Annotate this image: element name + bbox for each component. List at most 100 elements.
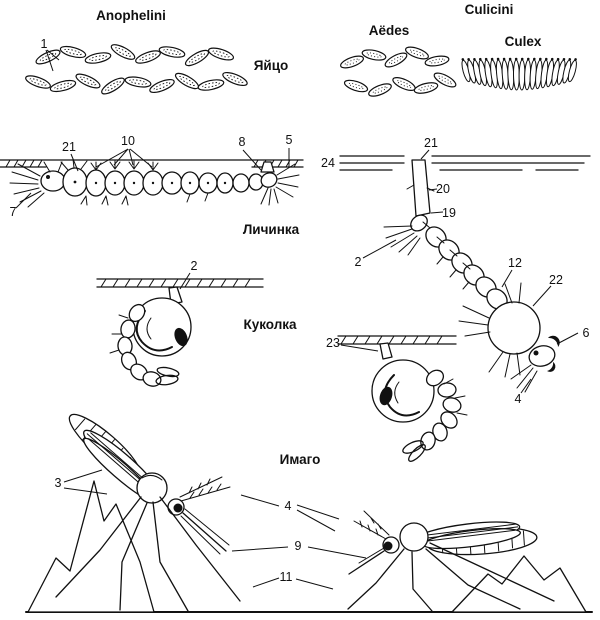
anopheles-adult-palps bbox=[180, 508, 230, 555]
callout-7-leader bbox=[15, 192, 32, 209]
anopheles-larva-mouth-brushes bbox=[9, 163, 45, 208]
culex-adult-eye bbox=[383, 541, 393, 551]
culex-pupa-paddle-2 bbox=[408, 444, 426, 462]
anopheles-larva-caudal-fans bbox=[260, 163, 300, 206]
culex-larva-eye-crescent-upper bbox=[548, 335, 560, 347]
callout-9-leader bbox=[231, 546, 367, 559]
callout-11: 11 bbox=[280, 570, 293, 584]
culex-pupa-coil-inner bbox=[394, 381, 400, 404]
callout-24: 24 bbox=[321, 156, 335, 170]
culex-pupa bbox=[371, 342, 468, 462]
aedes-eggs bbox=[340, 46, 457, 97]
culex-larva-eye-crescent-lower bbox=[547, 362, 556, 372]
heading-anophelini: Anophelini bbox=[96, 8, 166, 23]
callout-23: 23 bbox=[326, 336, 340, 350]
anopheles-pupa-paddle-2 bbox=[156, 366, 180, 378]
anopheles-larva-abdomen bbox=[85, 169, 264, 197]
callout-8-leader bbox=[242, 149, 262, 171]
anopheles-pupa-coil-inner bbox=[146, 317, 152, 340]
stage-label-larva: Личинка bbox=[243, 222, 300, 237]
heading-culicini: Culicini bbox=[465, 2, 514, 17]
callout-5: 5 bbox=[286, 133, 293, 147]
anopheles-eggs bbox=[25, 44, 248, 95]
callout-4-imago-leader bbox=[240, 494, 340, 532]
callout-19-leader bbox=[430, 211, 444, 214]
anopheles-adult bbox=[55, 413, 241, 612]
anopheles-adult-eye bbox=[173, 503, 183, 513]
culex-larva-anal-brush bbox=[383, 225, 421, 256]
callout-11-leader bbox=[252, 577, 334, 590]
culex-adult-thorax bbox=[399, 522, 429, 552]
callout-12-leader bbox=[501, 269, 513, 288]
anopheles-larva-eye bbox=[46, 175, 50, 179]
callout-1-leader bbox=[45, 49, 60, 72]
callout-10-leader bbox=[95, 148, 153, 168]
callout-8: 8 bbox=[239, 135, 246, 149]
anopheles-adult-legs bbox=[55, 496, 241, 612]
anopheles-adult-proboscis bbox=[182, 512, 227, 552]
anopheles-larva-palmate-hairs bbox=[90, 160, 159, 171]
callout-23-leader bbox=[340, 344, 379, 352]
callout-10: 10 bbox=[121, 134, 135, 148]
anopheles-pupa-hairs bbox=[109, 314, 129, 354]
culex-adult-antennae bbox=[353, 510, 390, 540]
heading-aedes: Aëdes bbox=[369, 23, 410, 38]
callout-2-pupa-leader bbox=[179, 272, 191, 290]
water-surface-larva-right bbox=[339, 155, 591, 171]
callout-21-right-leader bbox=[420, 149, 430, 160]
anopheles-larva bbox=[9, 158, 300, 208]
callout-2-pupa: 2 bbox=[191, 259, 198, 273]
callout-7: 7 bbox=[10, 205, 17, 219]
callout-6-leader bbox=[556, 332, 579, 345]
culex-larva-mouth-brushes bbox=[510, 364, 538, 393]
anopheles-larva-spiracle bbox=[260, 161, 275, 173]
culex-adult-palp bbox=[358, 547, 385, 564]
callout-3-leader bbox=[63, 469, 108, 495]
culex-pupa-trumpet bbox=[379, 342, 393, 360]
callout-20: 20 bbox=[436, 182, 450, 196]
callout-12: 12 bbox=[508, 256, 522, 270]
culex-pupa-hairs bbox=[443, 378, 468, 416]
culex-adult-proboscis bbox=[348, 550, 385, 575]
callout-20-leader bbox=[428, 188, 438, 191]
culex-pupa-paddle-1 bbox=[402, 440, 424, 454]
anopheles-larva-head bbox=[40, 170, 66, 192]
callout-6: 6 bbox=[583, 326, 590, 340]
culex-larva-siphon bbox=[411, 159, 431, 217]
left-mound bbox=[27, 480, 155, 613]
culex-larva bbox=[383, 159, 560, 393]
culex-larva-thorax-tufts bbox=[458, 282, 522, 378]
anopheles-adult-antennae bbox=[179, 476, 231, 502]
stage-label-imago: Имаго bbox=[280, 452, 321, 467]
callout-4-imago: 4 bbox=[285, 499, 292, 513]
callout-21-left-leader bbox=[70, 153, 79, 172]
callout-2-larva-leader bbox=[362, 239, 397, 259]
culex-larva-thorax bbox=[487, 301, 541, 355]
culex-larva-abdomen bbox=[425, 226, 508, 310]
anopheles-adult-thorax bbox=[136, 472, 168, 504]
anopheles-pupa bbox=[109, 286, 192, 387]
water-surface-pupa-left bbox=[96, 278, 264, 288]
culex-egg-raft bbox=[461, 57, 577, 91]
anopheles-adult-scutum-line bbox=[141, 474, 163, 481]
callout-9: 9 bbox=[295, 539, 302, 553]
culex-pupa-eye bbox=[379, 386, 393, 406]
callout-22-leader bbox=[532, 285, 552, 307]
culex-larva-eye bbox=[533, 350, 539, 356]
callout-22: 22 bbox=[549, 273, 563, 287]
callout-1: 1 bbox=[41, 37, 48, 51]
culex-adult bbox=[347, 510, 555, 612]
callout-2-larva: 2 bbox=[355, 255, 362, 269]
anopheles-pupa-eye bbox=[174, 327, 188, 347]
anopheles-larva-speckles bbox=[73, 180, 227, 185]
callout-21-left: 21 bbox=[62, 140, 76, 154]
anopheles-larva-antennae bbox=[43, 161, 63, 173]
water-surface-pupa-right bbox=[337, 335, 457, 345]
anopheles-larva-lateral-hairs bbox=[80, 192, 209, 206]
culex-larva-side-hairs bbox=[422, 221, 471, 290]
callout-3: 3 bbox=[55, 476, 62, 490]
culex-pupa-cephalothorax bbox=[371, 359, 435, 423]
callout-4-larva-leader bbox=[520, 378, 532, 394]
